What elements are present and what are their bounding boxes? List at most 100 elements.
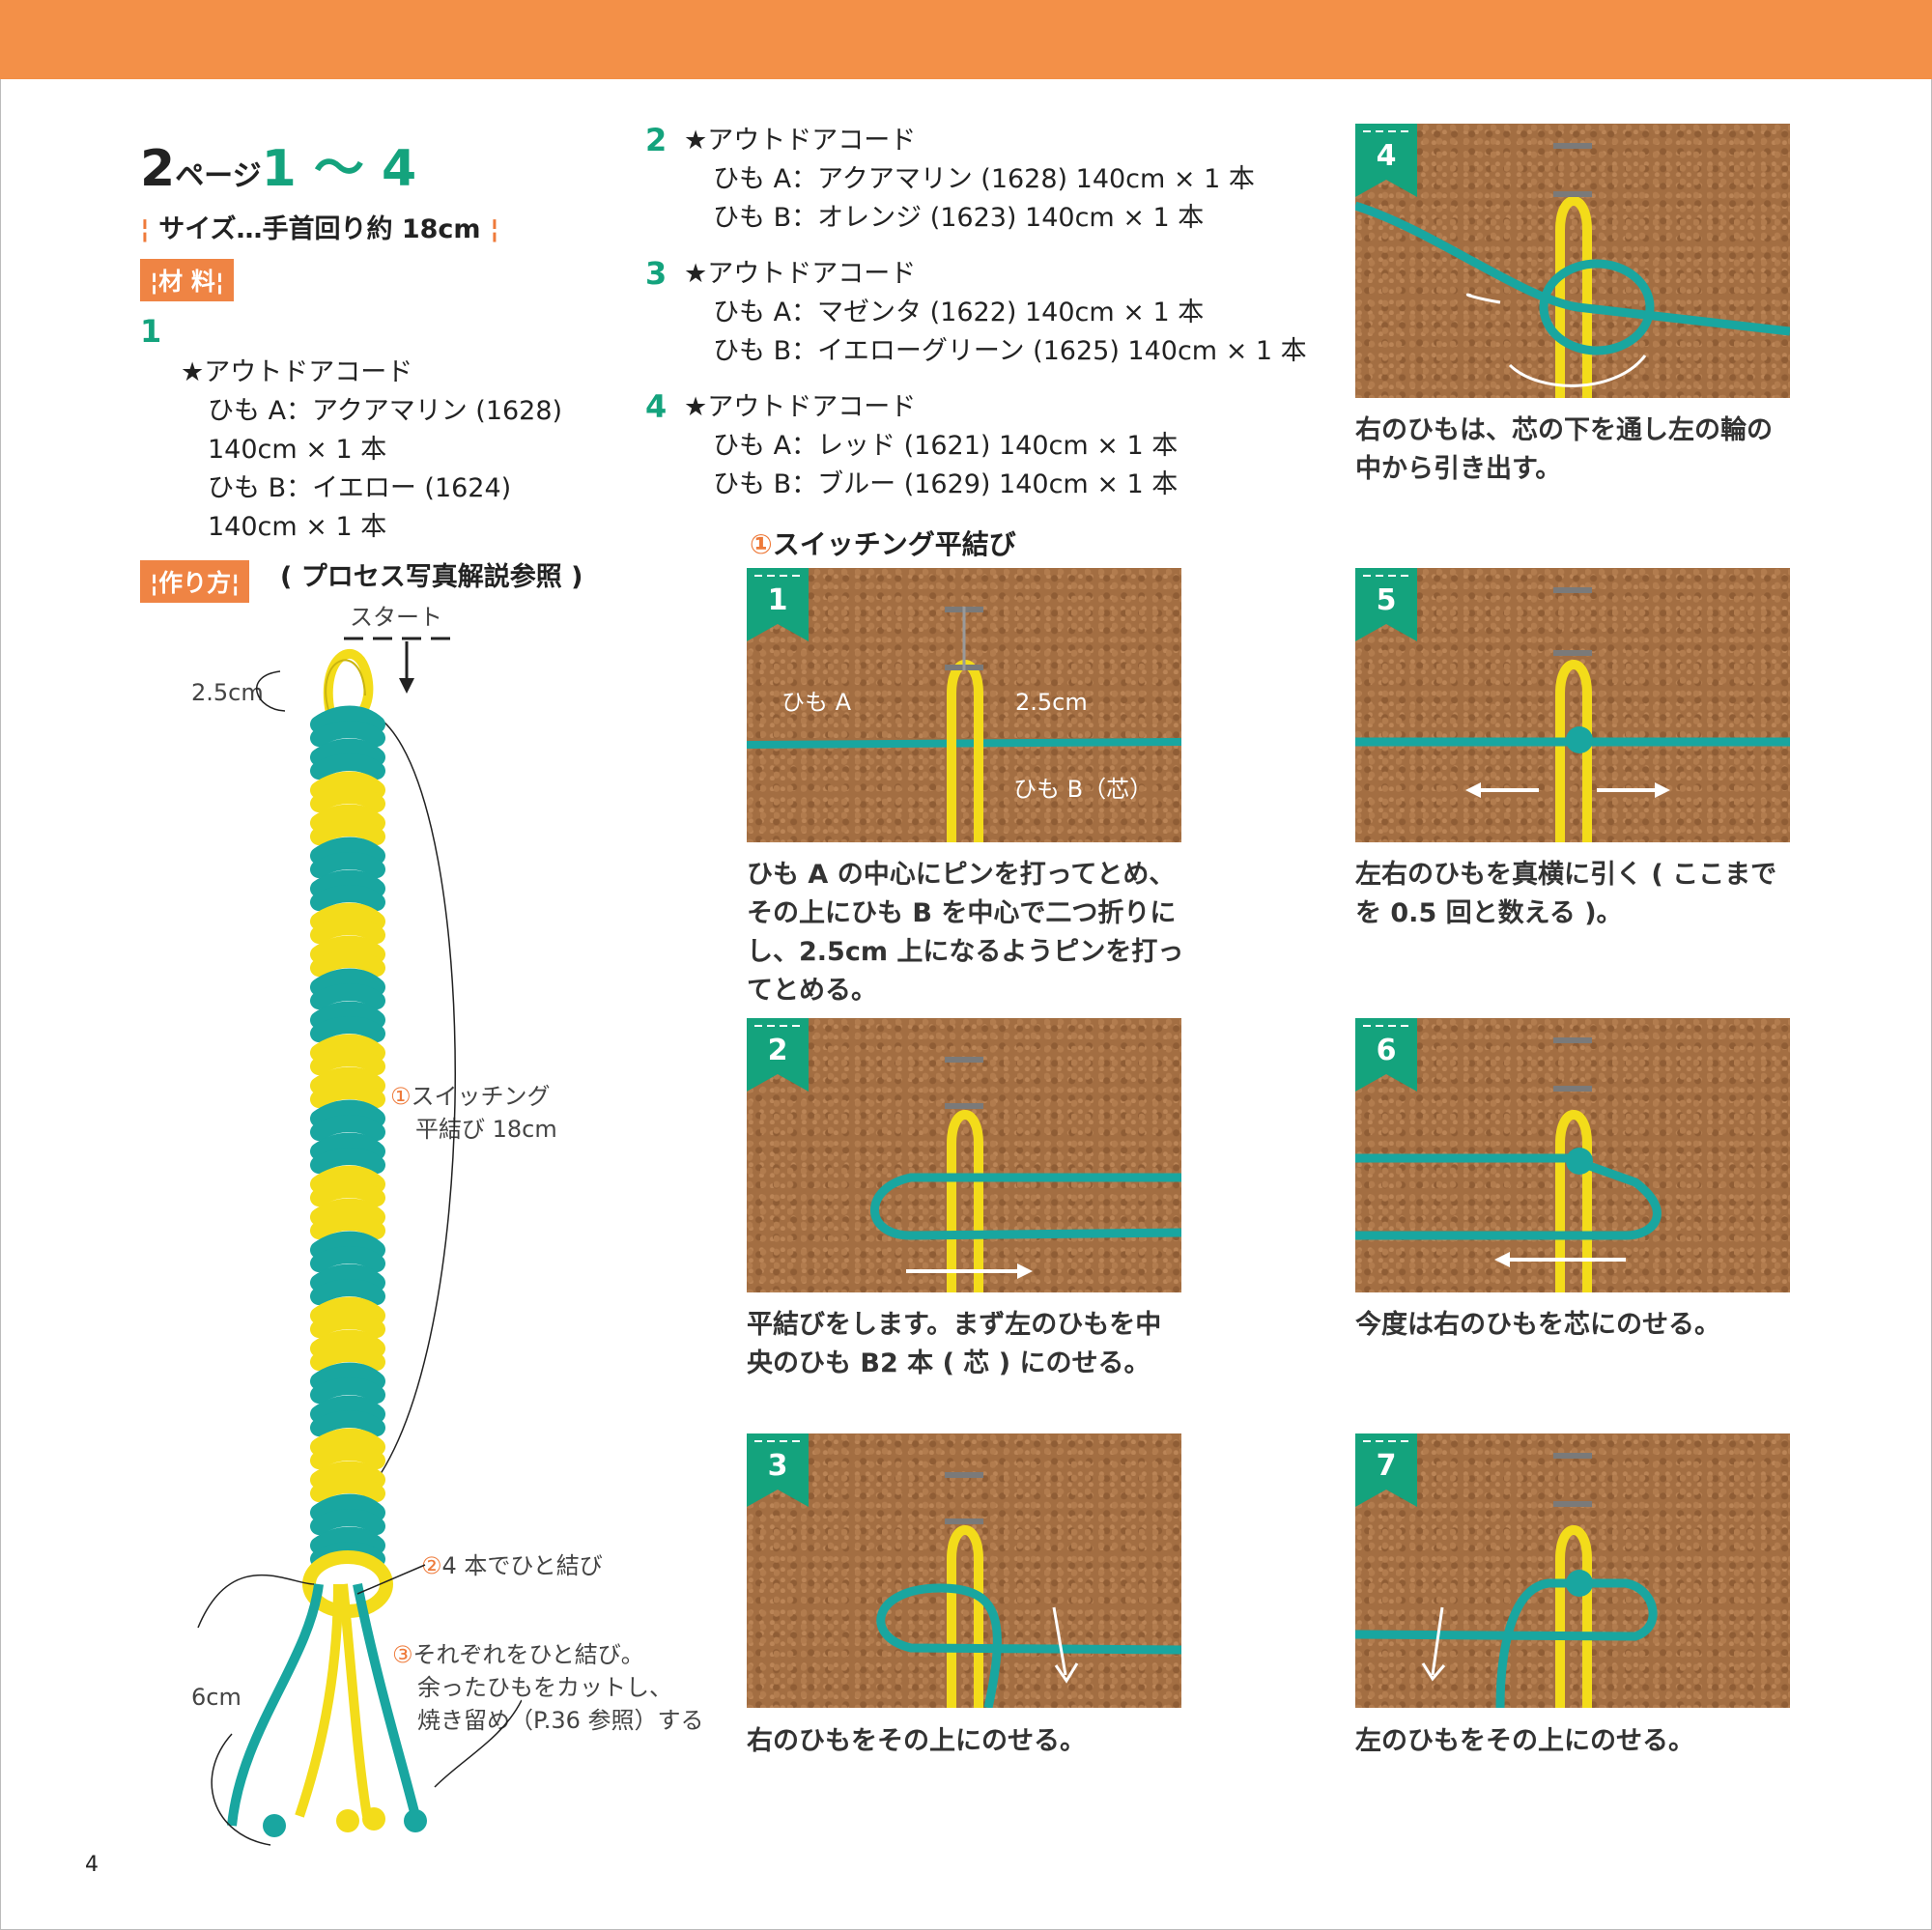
knot-segment (310, 738, 385, 766)
knot-segment (310, 1198, 385, 1226)
knot-segment (310, 1329, 385, 1357)
photo1-label-b: ひも B（芯） (1013, 776, 1153, 803)
knot-segment (310, 771, 385, 799)
tail-length-label: 6cm (191, 1684, 242, 1711)
knot-segment (310, 786, 385, 812)
knot-segment (310, 1115, 385, 1141)
knot-segment (310, 918, 385, 944)
knot-segment (310, 721, 385, 747)
knot-segment (310, 1312, 385, 1338)
bracelet-diagram (197, 637, 522, 1846)
step-5-caption: 左右のひもを真横に引く ( ここまでを 0.5 回と数える )。 (1355, 860, 1777, 928)
photo1-label-a: ひも A (781, 689, 852, 716)
knot-segment (310, 1428, 385, 1456)
step-3-illustration (876, 1472, 1181, 1708)
knot-segment (310, 1132, 385, 1160)
start-label: スタート (350, 604, 442, 631)
step-badge-3: 3 (747, 1433, 809, 1507)
material-3-text: ★アウトドアコード ひも A：マゼンタ (1622) 140cm × 1 本 ひ… (684, 259, 1307, 366)
step-badge-7: 7 (1355, 1433, 1417, 1507)
knot-segment (310, 1066, 385, 1094)
size-line: ¦ サイズ…手首回り約 18cm ¦ (140, 214, 499, 244)
step-photo-2: 2 (747, 1018, 1181, 1292)
knot-segment (310, 902, 385, 930)
material-1-number: 1 (140, 313, 162, 350)
material-4-text: ★アウトドアコード ひも A：レッド (1621) 140cm × 1 本 ひも… (684, 392, 1179, 499)
knot-segment (310, 1345, 385, 1371)
knot-segment (310, 1362, 385, 1390)
material-1-text: ★アウトドアコード ひも A：アクアマリン (1628) 140cm × 1 本… (181, 357, 563, 542)
loop-length-label: 2.5cm (191, 679, 264, 706)
knot-segment (310, 1476, 385, 1502)
knot-segment (310, 1148, 385, 1174)
step-badge-1: 1 (747, 568, 809, 641)
knot-segment (310, 1395, 385, 1423)
step-4-caption: 右のひもは、芯の下を通し左の輪の中から引き出す。 (1355, 415, 1773, 484)
knot-segment (310, 837, 385, 865)
knot-segment (310, 1034, 385, 1062)
page-number: 4 (85, 1853, 99, 1877)
material-2-number: 2 (645, 122, 668, 158)
knot-segment (310, 819, 385, 845)
howto-tag: ¦作り方¦ (140, 560, 250, 603)
knot-chain (302, 705, 393, 1618)
knot-segment (310, 1461, 385, 1489)
knot-segment (310, 1099, 385, 1127)
step-4-illustration (1355, 143, 1790, 398)
knot-segment (310, 1377, 385, 1404)
knot-segment (310, 1526, 385, 1554)
knot-segment (310, 1049, 385, 1075)
knot-segment (310, 1279, 385, 1305)
step2-label: ②4 本でひと結び (421, 1552, 603, 1579)
step-2-caption: 平結びをします。まず左のひもを中央のひも B2 本 ( 芯 ) にのせる。 (747, 1310, 1162, 1378)
material-3-number: 3 (645, 255, 668, 292)
knot-segment (310, 1509, 385, 1535)
step-3-caption: 右のひもをその上にのせる。 (747, 1726, 1086, 1756)
knot-segment (310, 1231, 385, 1259)
step-2-illustration (870, 1057, 1181, 1292)
knot-segment (310, 804, 385, 832)
step-badge-2: 2 (747, 1018, 809, 1092)
knot-segment (310, 1443, 385, 1469)
step-5-illustration (1355, 587, 1790, 842)
knot-segment (310, 1246, 385, 1272)
header-bar (0, 0, 1932, 79)
step-photo-7: 7 (1355, 1433, 1790, 1708)
knot-segment (310, 983, 385, 1009)
knot-segment (310, 951, 385, 977)
knot-segment (310, 1001, 385, 1029)
knot-segment (310, 885, 385, 911)
step-photo-5: 5 (1355, 568, 1790, 842)
photo1-label-len: 2.5cm (1015, 689, 1088, 716)
knot-segment (310, 1263, 385, 1291)
step-photo-3: 3 (747, 1433, 1181, 1708)
step-7-illustration (1355, 1453, 1658, 1708)
step-badge-5: 5 (1355, 568, 1417, 641)
material-4-number: 4 (645, 388, 668, 425)
knot-segment (310, 1410, 385, 1436)
materials-tag: ¦材 料¦ (140, 259, 234, 301)
knot-segment (310, 1213, 385, 1239)
knot-segment (310, 1082, 385, 1108)
page-title: 2ページ1 ～ 4 (140, 140, 417, 198)
step1-label: ①スイッチング 平結び 18cm (390, 1083, 557, 1143)
knot-segment (310, 1296, 385, 1324)
knot-segment (310, 705, 385, 733)
step-1-illustration (747, 607, 1181, 842)
step-photo-1: 1 ひも A 2.5cm ひも B（芯） (747, 568, 1181, 842)
step-photo-4: 4 (1355, 124, 1790, 398)
step-badge-6: 6 (1355, 1018, 1417, 1092)
step-photo-6: 6 (1355, 1018, 1790, 1292)
step-badge-4: 4 (1355, 124, 1417, 197)
step-1-caption: ひも A の中心にピンを打ってとめ、その上にひも B を中心で二つ折りにし、2.… (747, 860, 1184, 1006)
knot-segment (310, 753, 385, 780)
material-2-text: ★アウトドアコード ひも A：アクアマリン (1628) 140cm × 1 本… (684, 126, 1255, 233)
knot-segment (310, 1016, 385, 1042)
knot-segment (310, 1165, 385, 1193)
knot-segment (310, 1493, 385, 1521)
step3-label: ③それぞれをひと結び。 余ったひもをカットし、 焼き留め（P.36 参照）する (392, 1641, 704, 1734)
step-6-caption: 今度は右のひもを芯にのせる。 (1355, 1310, 1720, 1340)
knot-segment (310, 968, 385, 996)
knot-segment (310, 869, 385, 897)
knot-segment (310, 852, 385, 878)
